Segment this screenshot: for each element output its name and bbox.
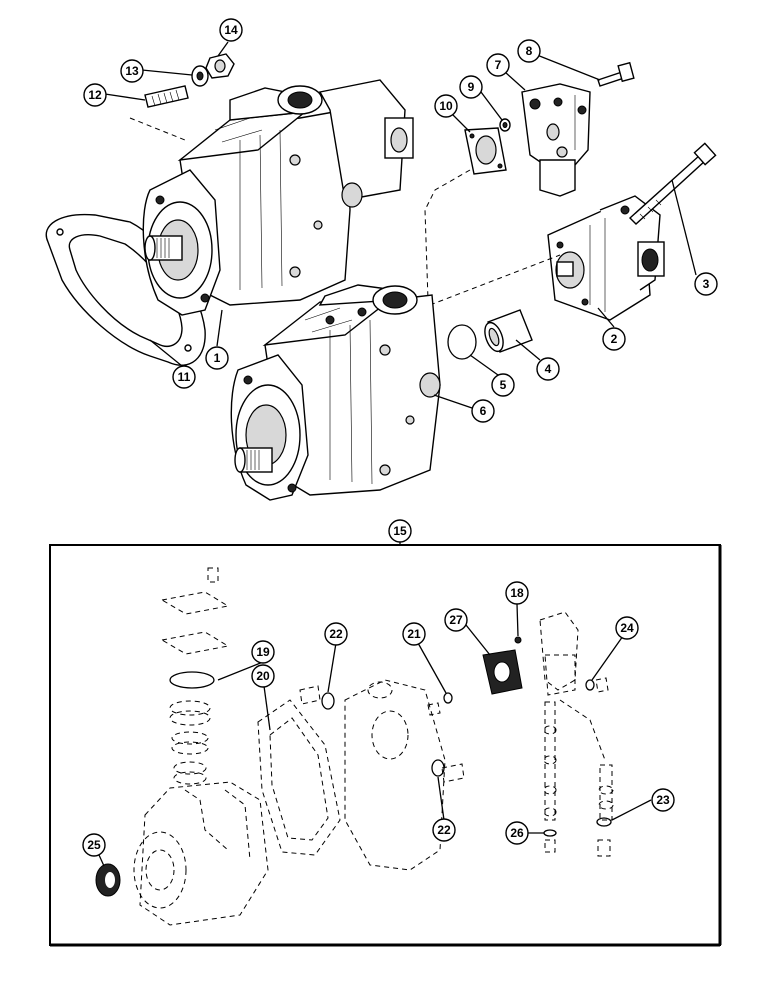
kit-valve-outline [539, 611, 606, 761]
svg-text:11: 11 [178, 370, 191, 384]
callout-22b: 22 [432, 818, 456, 842]
callout-1: 1 [205, 346, 229, 370]
kit-gasket-top [160, 591, 230, 655]
callout-15: 15 [388, 519, 412, 543]
svg-text:26: 26 [510, 826, 524, 840]
svg-text:21: 21 [407, 627, 421, 641]
svg-text:9: 9 [468, 80, 475, 94]
svg-text:6: 6 [480, 404, 487, 418]
svg-text:12: 12 [88, 88, 102, 102]
leader-10 [424, 169, 471, 301]
svg-text:18: 18 [510, 586, 524, 600]
svg-text:19: 19 [256, 645, 270, 659]
o-ring-5 [447, 324, 477, 360]
bearing-stack [169, 700, 211, 785]
callout-2: 2 [602, 327, 626, 351]
svg-text:24: 24 [620, 621, 634, 635]
o-ring-22a [321, 692, 335, 710]
callout-21: 21 [402, 622, 426, 646]
callout-20: 20 [251, 664, 275, 688]
callout-7: 7 [486, 53, 510, 77]
o-ring-21 [443, 692, 453, 704]
callout-22a: 22 [324, 622, 348, 646]
callout-8: 8 [517, 39, 541, 63]
gasket-27 [482, 649, 523, 695]
callout-24: 24 [615, 616, 639, 640]
callout-23: 23 [651, 788, 675, 812]
callout-9: 9 [459, 75, 483, 99]
gasket-20 [257, 699, 341, 856]
callout-27: 27 [444, 608, 468, 632]
svg-text:4: 4 [545, 362, 552, 376]
spool-left [543, 701, 557, 821]
gear-pump-2 [547, 195, 665, 321]
stud-12 [144, 85, 189, 108]
svg-text:7: 7 [495, 58, 502, 72]
svg-text:5: 5 [500, 378, 507, 392]
svg-text:22: 22 [329, 627, 343, 641]
svg-text:20: 20 [256, 669, 270, 683]
o-ring-23 [596, 817, 612, 857]
svg-text:27: 27 [449, 613, 463, 627]
callout-4: 4 [536, 357, 560, 381]
seal-ring-19 [169, 671, 215, 689]
nut-14 [205, 53, 235, 79]
callout-13: 13 [120, 59, 144, 83]
bolt-8 [597, 61, 635, 87]
callout-12: 12 [83, 83, 107, 107]
bolt-3 [628, 142, 717, 225]
washer-18 [514, 636, 522, 644]
gasket-10 [464, 127, 507, 175]
coupling-4 [484, 309, 533, 353]
shaft-seal-25 [95, 863, 121, 897]
alignment-line [429, 254, 561, 306]
svg-text:25: 25 [87, 838, 101, 852]
washer-13 [191, 65, 209, 87]
main-pump-6 [230, 284, 441, 501]
callout-18: 18 [505, 581, 529, 605]
svg-text:15: 15 [393, 524, 407, 538]
svg-text:22: 22 [437, 823, 451, 837]
svg-text:14: 14 [224, 23, 238, 37]
washer-9 [499, 118, 511, 132]
kit-end-cover-outline [344, 679, 446, 871]
o-ring-26 [543, 829, 557, 853]
callouts: 1 2 3 4 5 6 7 8 9 10 11 12 13 14 15 18 1… [82, 18, 718, 867]
o-ring-24 [585, 677, 609, 693]
callout-6: 6 [471, 399, 495, 423]
callout-25: 25 [82, 833, 106, 857]
kit-plugs [299, 685, 465, 783]
svg-text:13: 13 [125, 64, 139, 78]
callout-26: 26 [505, 821, 529, 845]
kit-pump-body-outline [133, 781, 269, 926]
callout-14: 14 [219, 18, 243, 42]
kit-cap-screw [207, 567, 219, 583]
svg-text:23: 23 [656, 793, 670, 807]
o-ring-22b [431, 759, 445, 777]
main-pump-1 [129, 79, 414, 316]
svg-text:10: 10 [439, 99, 453, 113]
kit-box-15 [49, 544, 722, 947]
callout-3: 3 [694, 272, 718, 296]
svg-text:2: 2 [611, 332, 618, 346]
callout-5: 5 [491, 373, 515, 397]
svg-text:1: 1 [214, 351, 221, 365]
spring-right [598, 764, 614, 821]
svg-text:8: 8 [526, 44, 533, 58]
callout-11: 11 [172, 365, 196, 389]
callout-19: 19 [251, 640, 275, 664]
svg-text:3: 3 [703, 277, 710, 291]
valve-7 [521, 83, 591, 197]
callout-10: 10 [434, 94, 458, 118]
